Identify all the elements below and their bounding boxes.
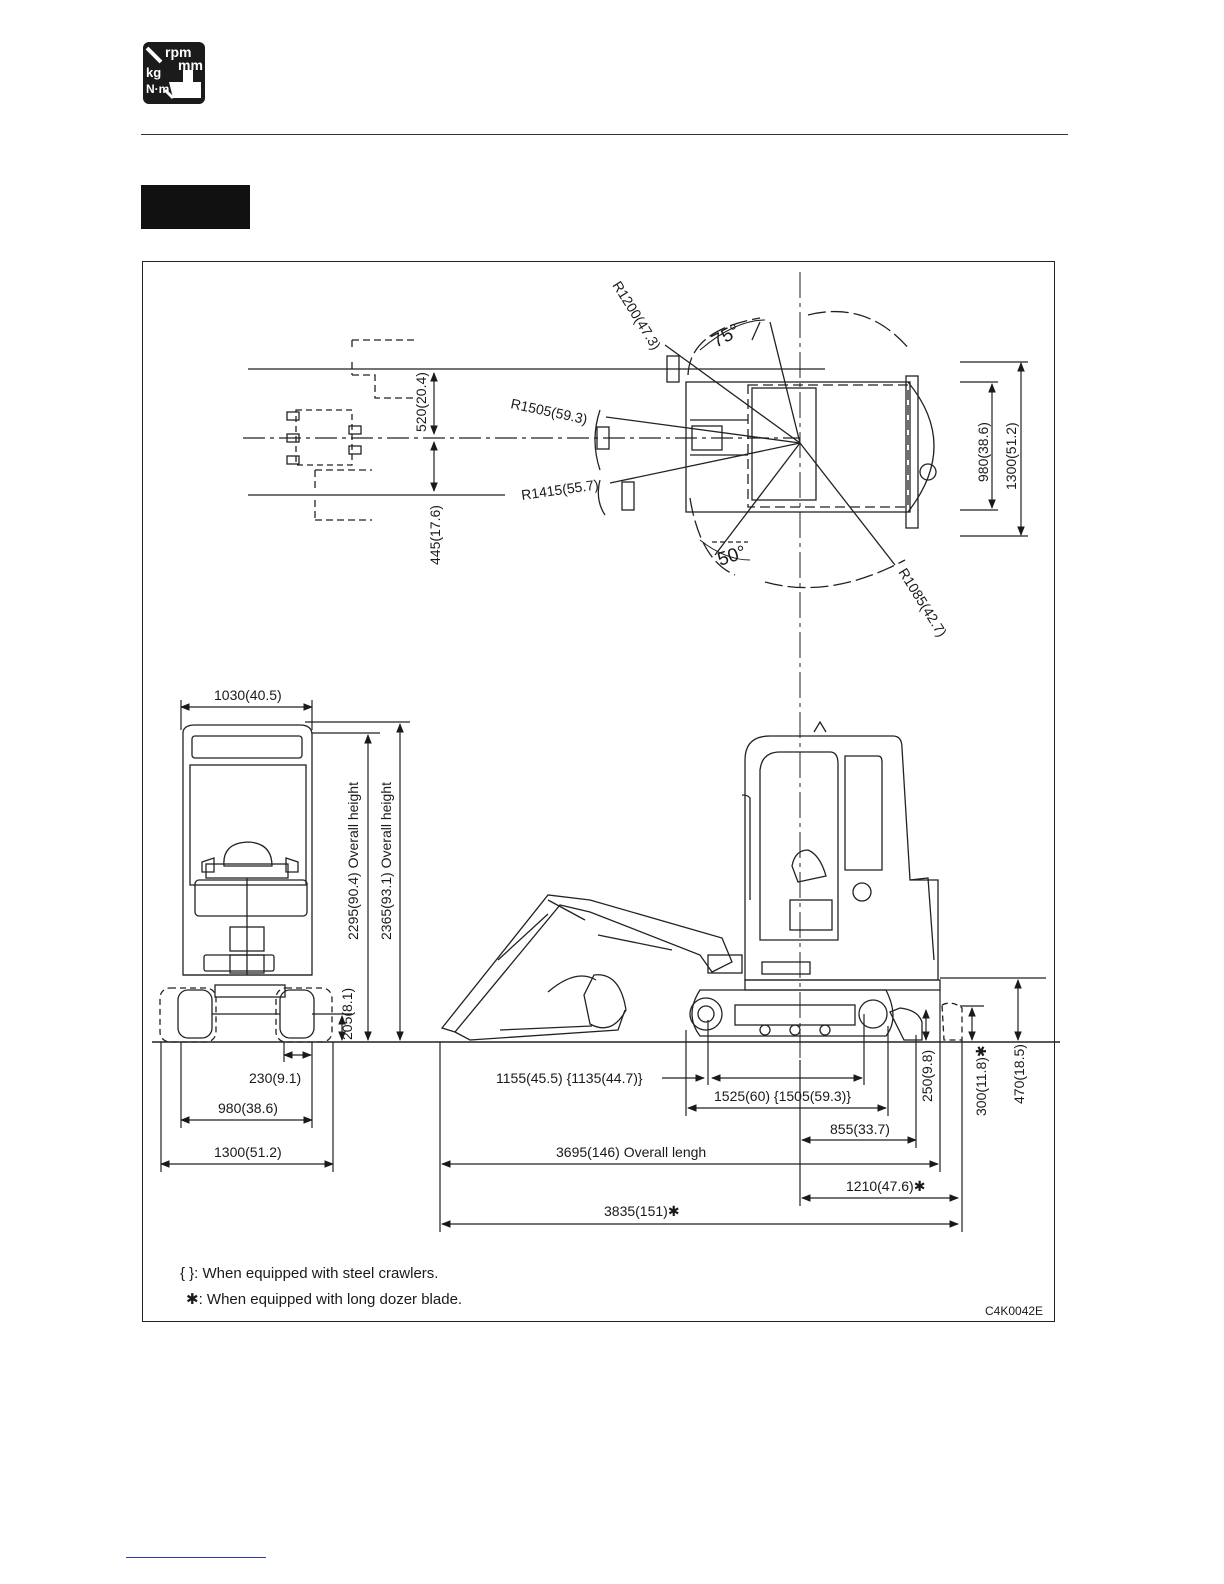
dim-front-overall-width: 1300(51.2) [214, 1144, 282, 1160]
dim-radius-front-swing: R1505(59.3) [509, 395, 588, 427]
dim-overall-length: 3695(146) Overall lengh [556, 1144, 706, 1160]
asterisk-mark: ✱ [186, 1291, 199, 1308]
side-view-dimensions [439, 977, 1046, 1232]
dim-tumbler-distance: 1525(60) {1505(59.3)} [714, 1088, 851, 1104]
dim-radius-front-swing-alt: R1415(55.7) [520, 476, 599, 503]
dim-top-overall-width: 1300(51.2) [1003, 422, 1019, 490]
footer-link-rule [126, 1557, 266, 1558]
dim-sprocket-to-center: 1155(45.5) {1135(44.7)} [496, 1070, 643, 1086]
logo-mm: mm [178, 57, 203, 73]
note-long-dozer-text: : When equipped with long dozer blade. [198, 1291, 463, 1308]
front-view [152, 724, 1060, 1043]
dim-shoe-width: 230(9.1) [249, 1070, 301, 1086]
dim-overall-height-alt: 2365(93.1) Overall height [378, 782, 394, 940]
note-steel-crawlers: { }: When equipped with steel crawlers. [180, 1265, 439, 1282]
dim-radius-rear: R1085(42.7) [895, 565, 950, 639]
dim-overall-length-long-blade: 3835(151)✱ [604, 1203, 680, 1219]
maintenance-units-icon: rpm mm kg N·m [143, 42, 205, 104]
dim-blade-height: 470(18.5) [1011, 1044, 1027, 1104]
figure-code: C4K0042E [985, 1304, 1044, 1318]
dim-blade-lift: 250(9.8) [919, 1050, 935, 1102]
logo-kg: kg [146, 65, 162, 80]
top-view [243, 272, 937, 1060]
dim-blade-lift-long: 300(11.8)✱ [973, 1045, 989, 1116]
dim-blade-distance: 1210(47.6)✱ [846, 1178, 925, 1194]
front-view-dimensions [160, 700, 410, 1172]
dim-top-track-gauge: 980(38.6) [975, 422, 991, 482]
note-long-dozer: ✱: When equipped with long dozer blade. [186, 1290, 462, 1308]
side-view [440, 720, 963, 1041]
side-view-labels: 1155(45.5) {1135(44.7)} 1525(60) {1505(5… [496, 1044, 1027, 1219]
wrench-excavator-glyph [145, 46, 201, 100]
dim-front-track-gauge: 980(38.6) [218, 1100, 278, 1116]
dim-ground-clearance: 205(8.1) [339, 988, 355, 1040]
dim-radius-front: R1200(47.3) [609, 278, 664, 352]
dim-overall-height: 2295(90.4) Overall height [345, 782, 361, 940]
dim-boom-offset-left: 445(17.6) [427, 505, 443, 565]
figure-frame [142, 261, 1055, 1322]
logo-rpm: rpm [165, 44, 192, 60]
header-divider [141, 134, 1068, 135]
dim-rear-swing: 855(33.7) [830, 1121, 890, 1137]
dim-swing-angle-left: 50° [715, 542, 749, 571]
logo-nm: N·m [146, 82, 170, 96]
top-view-labels: 520(20.4) 445(17.6) R1200(47.3) R1505(59… [413, 278, 1019, 639]
section-tab-marker [141, 185, 250, 229]
dim-cab-width: 1030(40.5) [214, 687, 282, 703]
top-view-dimensions [430, 361, 1028, 537]
front-view-labels: 1030(40.5) 2295(90.4) Overall height 236… [214, 687, 394, 1160]
dim-boom-offset-right: 520(20.4) [413, 372, 429, 432]
